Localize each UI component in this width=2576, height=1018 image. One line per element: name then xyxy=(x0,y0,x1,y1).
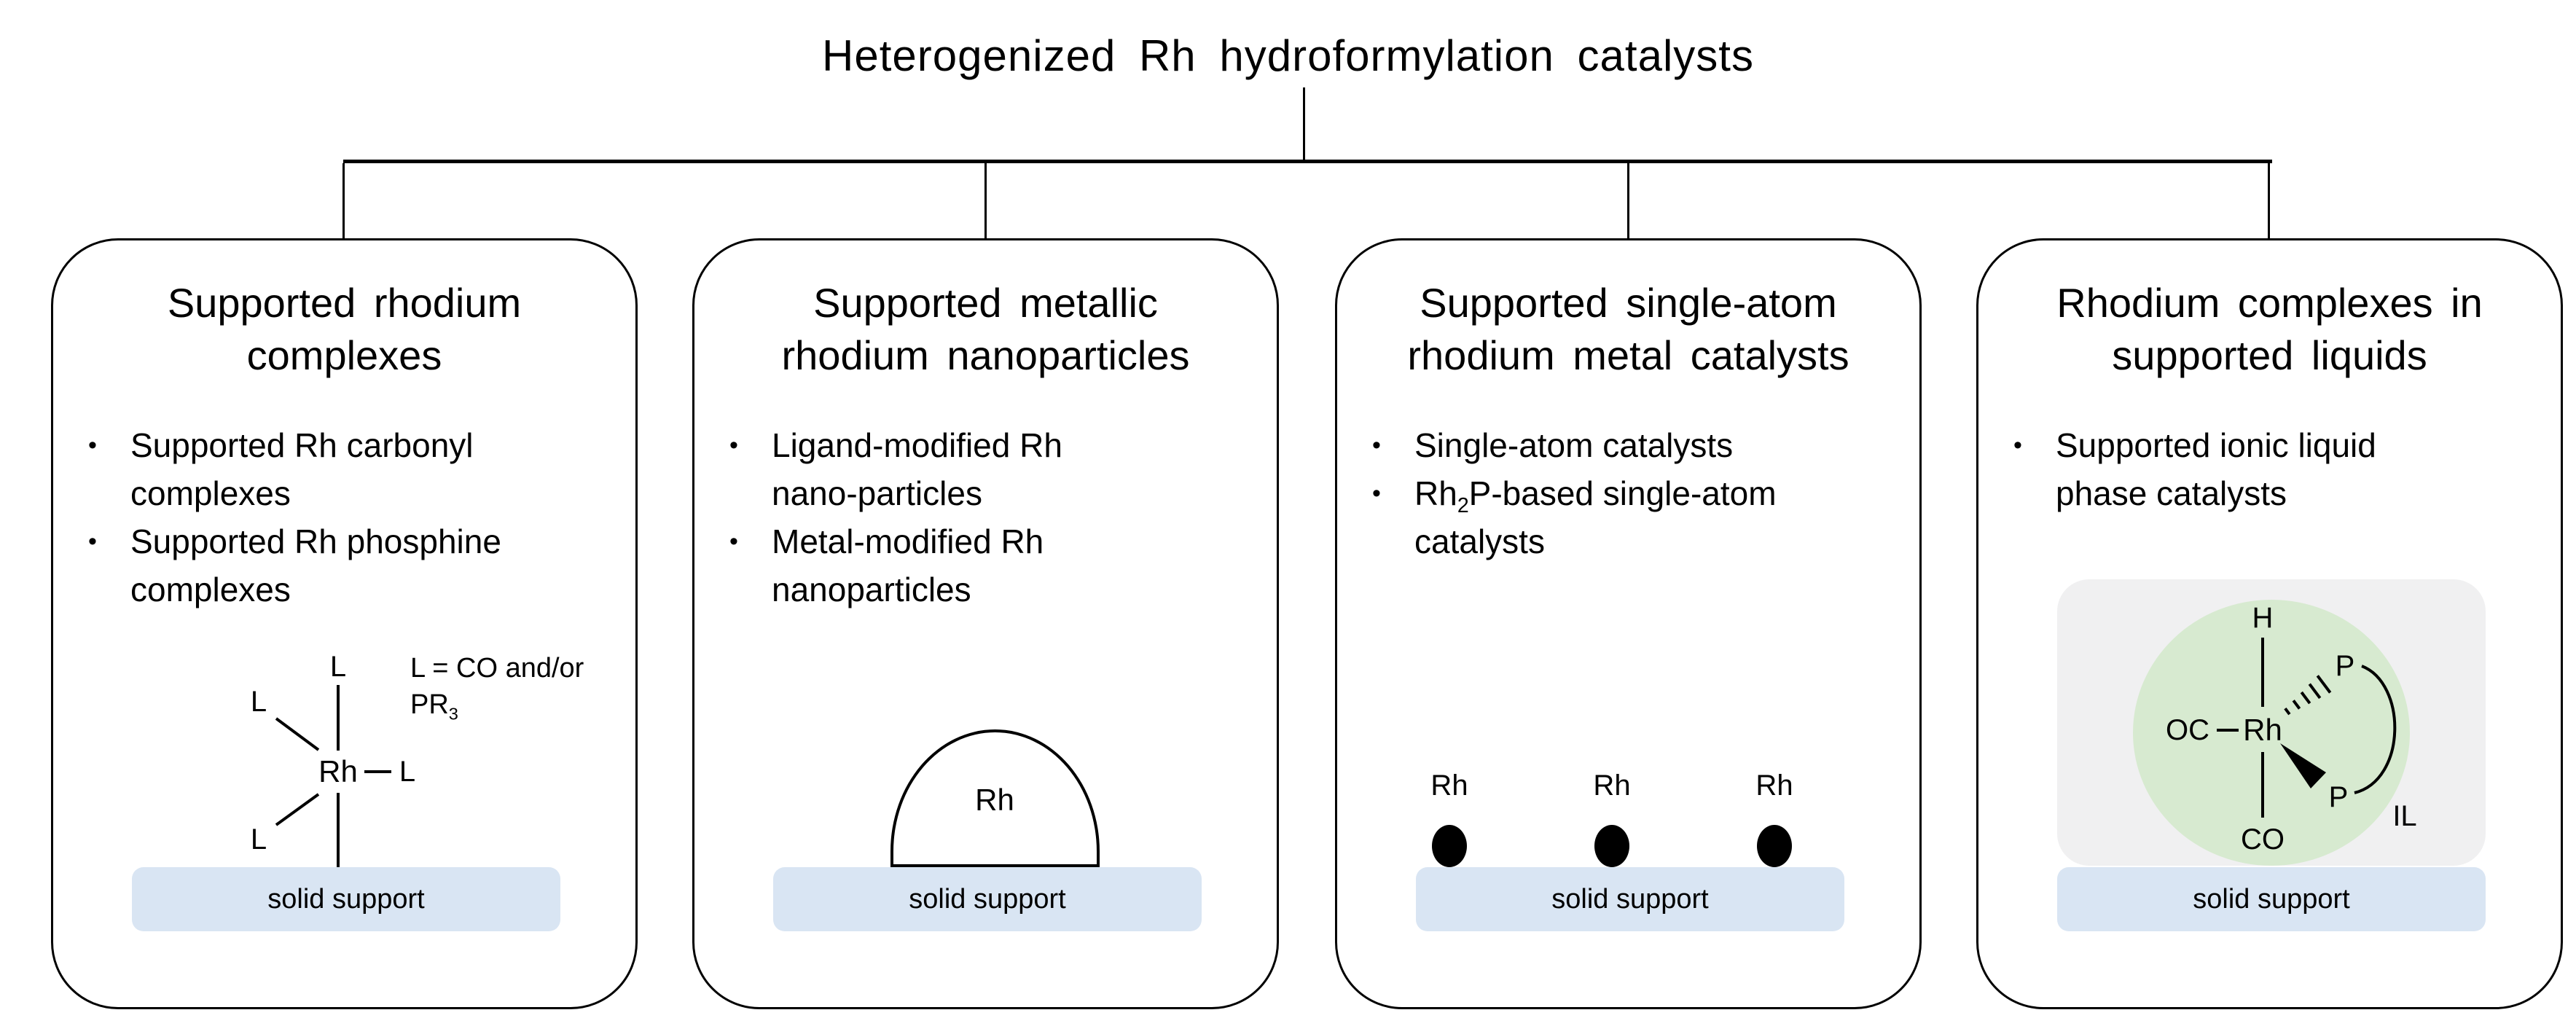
connector-drop-2 xyxy=(984,163,987,238)
solid-support: solid support xyxy=(1416,867,1844,931)
bullet-list: Ligand-modified Rhnano-particlesMetal-mo… xyxy=(722,421,1254,614)
solid-support: solid support xyxy=(132,867,560,931)
single-atom-label-2: Rh xyxy=(1593,770,1631,802)
solid-support: solid support xyxy=(773,867,1202,931)
single-atom-dot xyxy=(1432,825,1467,867)
phosphine-lower-label: P xyxy=(2328,781,2349,813)
ligand-label-top: L xyxy=(329,651,347,683)
connector-root-vertical xyxy=(1303,87,1305,162)
carbonyl-left-label: OC xyxy=(2166,714,2209,746)
metal-label: Rh xyxy=(2243,713,2282,747)
nanoparticle-label: Rh xyxy=(975,783,1014,817)
ligand-legend-line-1: L = CO and/or xyxy=(410,653,584,684)
single-atom-dot xyxy=(1757,825,1792,867)
single-atom-dot xyxy=(1594,825,1629,867)
ligand-label-right: L xyxy=(399,756,416,788)
single-atom-label-1: Rh xyxy=(1430,770,1468,802)
metal-label: Rh xyxy=(318,754,358,788)
bullet-item: Single-atom catalysts xyxy=(1365,421,1897,469)
carbonyl-bottom-label: CO xyxy=(2241,823,2285,855)
connector-drop-4 xyxy=(2268,163,2270,238)
connector-spine-horizontal xyxy=(343,160,2272,163)
ligand-legend: L = CO and/or PR3 xyxy=(410,650,584,723)
connector-drop-3 xyxy=(1627,163,1629,238)
bullet-list: Supported Rh carbonylcomplexesSupported … xyxy=(81,421,613,614)
ionic-liquid-droplet xyxy=(2133,600,2410,866)
wedge-bond xyxy=(2280,743,2326,788)
single-atom-label-3: Rh xyxy=(1755,770,1793,802)
solid-support: solid support xyxy=(2057,867,2486,931)
ligand-label-upper-left: L xyxy=(250,686,267,718)
figure-title: Heterogenized Rh hydroformylation cataly… xyxy=(822,31,1754,80)
rh-ligand-complex-bonds xyxy=(275,685,391,867)
ligand-label-lower-left: L xyxy=(250,823,267,855)
ionic-liquid-label: IL xyxy=(2392,800,2417,832)
hydride-label: H xyxy=(2252,602,2274,634)
bullet-list: Single-atom catalystsRh2P-based single-a… xyxy=(1365,421,1897,565)
phosphine-upper-label: P xyxy=(2335,650,2355,682)
ligand-legend-line-2: PR3 xyxy=(410,689,458,724)
connector-drop-1 xyxy=(342,163,345,238)
silp-complex-bonds xyxy=(2217,638,2397,818)
